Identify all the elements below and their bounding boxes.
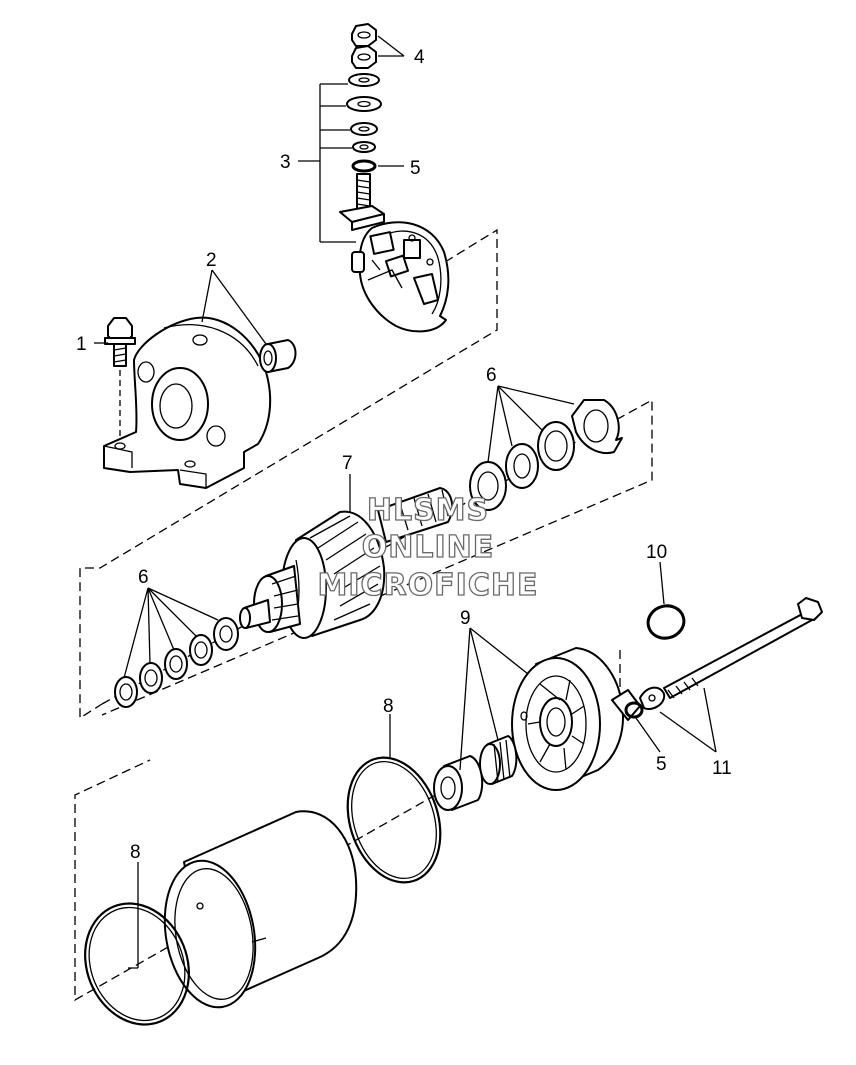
bearing-ball bbox=[433, 755, 484, 811]
washer-4 bbox=[352, 141, 376, 153]
rear-cover bbox=[511, 647, 641, 791]
callout-8-left: 8 bbox=[130, 842, 141, 863]
callout-7: 7 bbox=[342, 453, 353, 474]
washer-2 bbox=[346, 96, 382, 112]
callout-11: 11 bbox=[712, 758, 732, 779]
watermark: HLSMS ONLINE MICROFICHE bbox=[317, 492, 539, 603]
callout-3: 3 bbox=[280, 152, 291, 173]
through-bolt bbox=[639, 597, 823, 710]
washer-6-r4 bbox=[571, 399, 623, 454]
washer-6-l5 bbox=[114, 676, 138, 708]
bolt-front bbox=[104, 317, 136, 438]
washer-6-r2 bbox=[505, 443, 539, 489]
washer-3 bbox=[350, 122, 378, 136]
leader-lines bbox=[94, 35, 717, 969]
washer-6-r3 bbox=[537, 421, 575, 471]
washer-6-l4 bbox=[139, 662, 163, 694]
callout-6-left: 6 bbox=[138, 567, 149, 588]
washer-6-l1 bbox=[213, 617, 239, 651]
washer-set-left bbox=[114, 617, 239, 708]
brush-holder-group bbox=[339, 23, 450, 333]
callout-5-lower: 5 bbox=[656, 754, 667, 775]
pinion-gear bbox=[377, 487, 454, 543]
bearing-needle bbox=[479, 735, 518, 785]
callout-labels: 4 3 5 2 1 6 7 10 6 9 8 5 11 8 bbox=[76, 47, 732, 863]
nut-lower bbox=[351, 45, 377, 69]
o-ring-8-right bbox=[346, 756, 442, 884]
brush-plate bbox=[351, 221, 450, 333]
yoke-group bbox=[84, 756, 442, 1026]
front-cover-group bbox=[103, 316, 297, 489]
rear-cover-group bbox=[433, 597, 823, 811]
washer-set-right bbox=[469, 399, 623, 511]
callout-8-right: 8 bbox=[383, 696, 394, 717]
front-cover bbox=[103, 316, 272, 489]
callout-6-right: 6 bbox=[486, 365, 497, 386]
o-ring-upper bbox=[351, 159, 377, 173]
callout-1: 1 bbox=[76, 334, 87, 355]
o-ring-10 bbox=[646, 604, 686, 640]
o-ring-rear bbox=[624, 701, 644, 719]
callout-10: 10 bbox=[646, 542, 667, 563]
watermark-line-2: ONLINE bbox=[362, 530, 495, 565]
callout-4: 4 bbox=[414, 47, 425, 68]
nut-upper bbox=[351, 23, 377, 47]
armature bbox=[239, 487, 454, 639]
callout-5-upper: 5 bbox=[410, 158, 421, 179]
terminal-bolt bbox=[339, 173, 385, 231]
watermark-line-1: HLSMS bbox=[367, 493, 489, 528]
washer-6-l2 bbox=[189, 634, 213, 666]
washer-1 bbox=[348, 73, 380, 87]
watermark-line-3: MICROFICHE bbox=[318, 568, 539, 603]
callout-2: 2 bbox=[206, 250, 217, 271]
washer-6-l3 bbox=[164, 648, 188, 680]
callout-9: 9 bbox=[460, 608, 471, 629]
yoke-housing bbox=[163, 810, 358, 1009]
bushing bbox=[259, 339, 297, 373]
o-ring-8-left bbox=[84, 902, 190, 1026]
armature-shaft-front bbox=[239, 599, 271, 629]
